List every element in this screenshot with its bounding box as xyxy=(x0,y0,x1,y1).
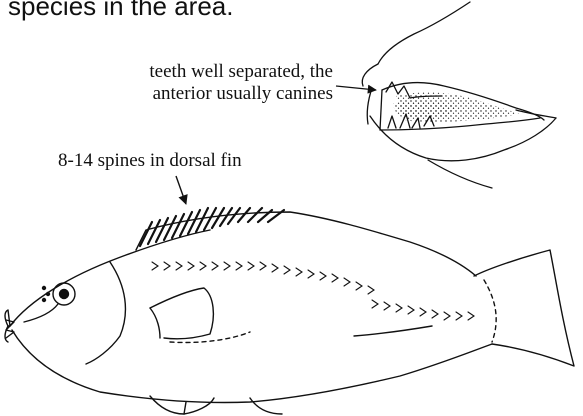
pore-2 xyxy=(47,293,50,296)
lower-canine-1 xyxy=(388,116,396,128)
jaw-stippled-region-2 xyxy=(392,101,456,117)
teeth-pointer-arrow xyxy=(336,86,376,90)
lateral-line-upper xyxy=(152,262,374,294)
snout-outline xyxy=(362,64,378,86)
mouth-corner-line xyxy=(516,110,556,118)
ventral-profile xyxy=(12,330,492,403)
head-outline-upper xyxy=(378,2,470,64)
pectoral-fin-base xyxy=(150,308,160,338)
pore-1 xyxy=(43,287,46,290)
upper-lip xyxy=(5,310,10,326)
jaw-front-edge xyxy=(380,90,382,130)
dorsal-spines xyxy=(140,208,284,246)
fish-body-drawing xyxy=(5,212,574,414)
caudal-fin-outline xyxy=(474,250,574,366)
lower-jaw-outline xyxy=(370,116,556,161)
throat-line xyxy=(428,160,492,188)
posterior-lateral-line-ext xyxy=(354,326,432,336)
eye-pupil xyxy=(60,290,69,299)
lateral-line-lower xyxy=(372,300,474,320)
jaw-closeup-drawing xyxy=(362,2,556,188)
pelvic-fin-ray xyxy=(184,402,186,414)
caudal-base-dashed xyxy=(484,280,496,342)
pore-3 xyxy=(43,299,46,302)
spines-pointer-arrow xyxy=(176,176,186,204)
dorsal-profile-front xyxy=(10,230,210,326)
anal-fin-outline xyxy=(150,396,214,414)
operculum-edge xyxy=(86,262,125,364)
